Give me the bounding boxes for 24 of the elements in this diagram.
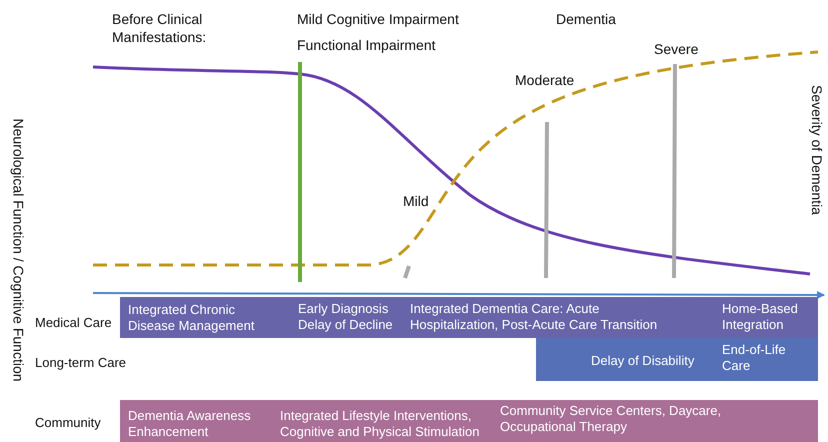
stage-heading: Mild Cognitive Impairment [297, 10, 459, 28]
row-heading: Long-term Care [35, 354, 126, 372]
y-axis-title: Neurological Function / Cognitive Function [9, 118, 28, 382]
severity-level-label: Severe [654, 40, 698, 58]
band-text: Integrated Dementia Care: Acute Hospitalization, Post-Acute Care Transition [410, 301, 658, 333]
severity-level-label: Moderate [515, 71, 574, 89]
band-text: Dementia Awareness Enhancement [128, 408, 252, 440]
severity-level-label: Mild [403, 192, 429, 210]
band-text: End-of-Life Care [722, 342, 787, 374]
band-text: Integrated Lifestyle Interventions, Cognitive and Physical Stimulation [280, 408, 480, 440]
stage-heading: Before Clinical Manifestations: [112, 10, 208, 46]
medical-care-band [120, 297, 818, 338]
stage-heading: Dementia [556, 10, 616, 28]
stage-heading: Functional Impairment [297, 36, 436, 54]
row-heading: Community [35, 414, 101, 432]
row-heading: Medical Care [35, 314, 112, 332]
band-text: Home-Based Integration [722, 301, 799, 333]
community-band [120, 400, 818, 442]
band-text: Community Service Centers, Daycare, Occupational Therapy [500, 403, 722, 435]
band-text: Delay of Disability [591, 353, 696, 369]
long-term-care-band [536, 338, 818, 381]
band-text: Integrated Chronic Disease Management [128, 302, 256, 334]
band-text: Early Diagnosis Delay of Decline [298, 301, 394, 333]
y-axis-title: Severity of Dementia [808, 85, 826, 215]
